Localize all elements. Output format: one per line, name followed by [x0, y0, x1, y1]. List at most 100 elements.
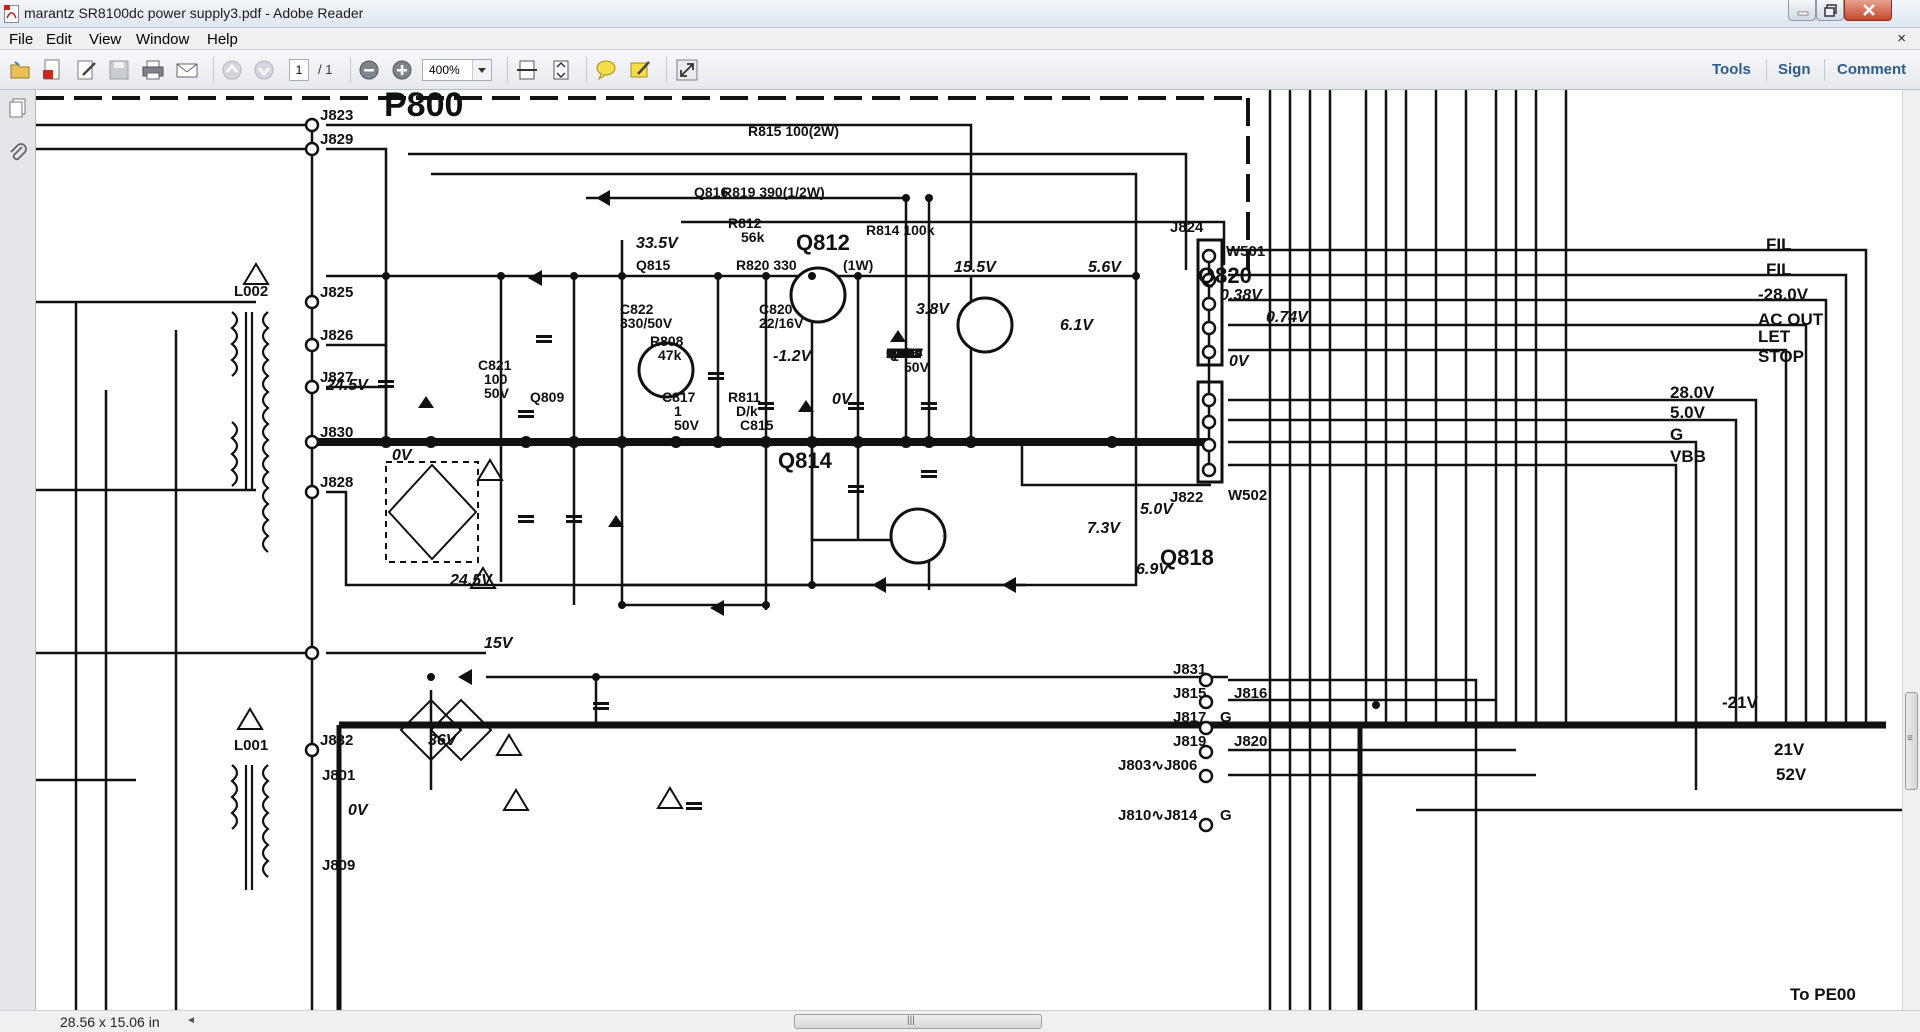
email-icon[interactable] — [175, 58, 199, 82]
component-label: Q813 — [886, 345, 920, 361]
connector-label: J817 — [1173, 709, 1206, 726]
connector-label: J826 — [320, 327, 353, 344]
signal-label: -21V — [1722, 693, 1759, 712]
page-size-label: 28.56 x 15.06 in — [60, 1014, 160, 1030]
connector-label: J823 — [320, 107, 353, 124]
connector-label: J820 — [1234, 733, 1267, 750]
horizontal-scroll-thumb[interactable] — [794, 1014, 1042, 1029]
voltage-label: 6.1V — [1060, 317, 1094, 334]
component-label: R819 390(1/2W) — [722, 184, 825, 200]
component-label: 330/50V — [620, 315, 673, 331]
signal-label: 21V — [1774, 740, 1805, 759]
zoom-select[interactable]: 400% — [422, 59, 492, 81]
component-label: Q815 — [636, 257, 670, 273]
sticky-note-icon[interactable] — [594, 58, 618, 82]
restore-icon — [1824, 4, 1837, 17]
component-label: 56k — [741, 229, 765, 245]
menu-file[interactable]: File — [9, 31, 34, 48]
transformer-label: L002 — [234, 283, 268, 300]
maximize-button[interactable] — [1816, 0, 1844, 21]
component-label: C819 — [889, 345, 923, 361]
connector-label: J824 — [1170, 219, 1204, 236]
component-label: 50V — [674, 417, 700, 433]
create-pdf-icon[interactable] — [41, 58, 65, 82]
signal-label: STOP — [1758, 347, 1804, 366]
sign-pane-button[interactable]: Sign — [1778, 61, 1811, 78]
menu-help[interactable]: Help — [207, 31, 238, 48]
attachments-icon[interactable] — [7, 141, 29, 163]
voltage-label: 24.5V — [449, 572, 493, 589]
comment-pane-button[interactable]: Comment — [1837, 61, 1907, 78]
voltage-label: 0V — [348, 802, 369, 819]
component-label: 100 — [889, 345, 913, 361]
open-icon[interactable] — [9, 58, 33, 82]
close-button[interactable] — [1844, 0, 1892, 21]
voltage-label: 24.5V — [325, 377, 369, 394]
save-icon[interactable] — [107, 58, 131, 82]
component-label: C817 — [662, 389, 696, 405]
connector-label: J815 — [1173, 685, 1206, 702]
component-label: 22/16V — [759, 315, 804, 331]
page-thumbnails-icon[interactable] — [7, 97, 29, 119]
menu-view[interactable]: View — [89, 31, 122, 48]
voltage-label: 0V — [392, 447, 413, 464]
fit-page-icon[interactable] — [515, 58, 539, 82]
voltage-label: -1.2V — [773, 348, 813, 365]
adobe-reader-icon — [4, 5, 19, 23]
zoom-value: 400% — [429, 63, 460, 77]
menu-bar: File Edit View Window Help × — [0, 28, 1920, 50]
tools-pane-button[interactable]: Tools — [1712, 61, 1751, 78]
transistor-label: Q820 — [1198, 263, 1252, 288]
page-number-input[interactable]: 1 — [289, 59, 309, 81]
component-label: C824 — [889, 345, 923, 361]
horizontal-scrollbar[interactable]: ◄ — [186, 1013, 1902, 1030]
zoom-out-icon[interactable] — [357, 58, 381, 82]
component-label: 50V — [904, 359, 930, 375]
previous-page-icon[interactable] — [220, 58, 244, 82]
signal-label: FIL — [1766, 260, 1792, 279]
zoom-in-icon[interactable] — [390, 58, 414, 82]
menu-edit[interactable]: Edit — [46, 31, 72, 48]
signal-label: To PE00 — [1790, 985, 1856, 1004]
component-label: 50V — [484, 385, 510, 401]
vertical-scroll-thumb[interactable] — [1905, 692, 1918, 790]
highlight-icon[interactable] — [628, 58, 652, 82]
menu-window[interactable]: Window — [136, 31, 190, 48]
next-page-icon[interactable] — [252, 58, 276, 82]
component-label: 100 — [484, 371, 508, 387]
board-label: P800 — [384, 90, 463, 124]
status-bar: 28.56 x 15.06 in ◄ — [0, 1010, 1920, 1032]
component-label: 1.5k — [886, 345, 913, 361]
print-icon[interactable] — [141, 58, 165, 82]
minimize-button[interactable] — [1788, 0, 1816, 21]
component-label: 10V — [886, 345, 912, 361]
vertical-scrollbar[interactable] — [1902, 90, 1920, 1010]
schematic-drawing: P800 J823J829J825J826J827J830J828J832J80… — [36, 90, 1902, 1010]
component-label: C822 — [620, 301, 654, 317]
document-close-button[interactable]: × — [1897, 30, 1906, 47]
transistor-label: Q818 — [1160, 545, 1214, 570]
component-label: Q817 — [889, 345, 923, 361]
scroll-left-icon[interactable]: ◄ — [186, 1015, 196, 1026]
connector-label: J829 — [320, 131, 353, 148]
connector-label: J810∿J814 — [1118, 807, 1198, 824]
chevron-down-icon[interactable] — [472, 60, 491, 80]
signal-label: AC OUT — [1758, 310, 1824, 329]
full-screen-icon[interactable] — [675, 58, 699, 82]
signal-label: 28.0V — [1670, 383, 1715, 402]
voltage-label: 15.5V — [954, 259, 997, 276]
signal-label: LET — [1758, 327, 1791, 346]
transistor-label: Q812 — [796, 230, 850, 255]
edit-pdf-icon[interactable] — [75, 58, 99, 82]
transformer-label: L001 — [234, 737, 268, 754]
signal-label: -28.0V — [1758, 285, 1809, 304]
connector-label: J816 — [1234, 685, 1267, 702]
signal-label: FIL — [1766, 235, 1792, 254]
signal-label: 52V — [1776, 765, 1807, 784]
signal-label: VBB — [1670, 447, 1706, 466]
voltage-label: 0.38V — [1220, 287, 1263, 304]
fit-width-icon[interactable] — [549, 58, 573, 82]
signal-label: 5.0V — [1670, 403, 1706, 422]
component-label: D/k — [736, 403, 758, 419]
